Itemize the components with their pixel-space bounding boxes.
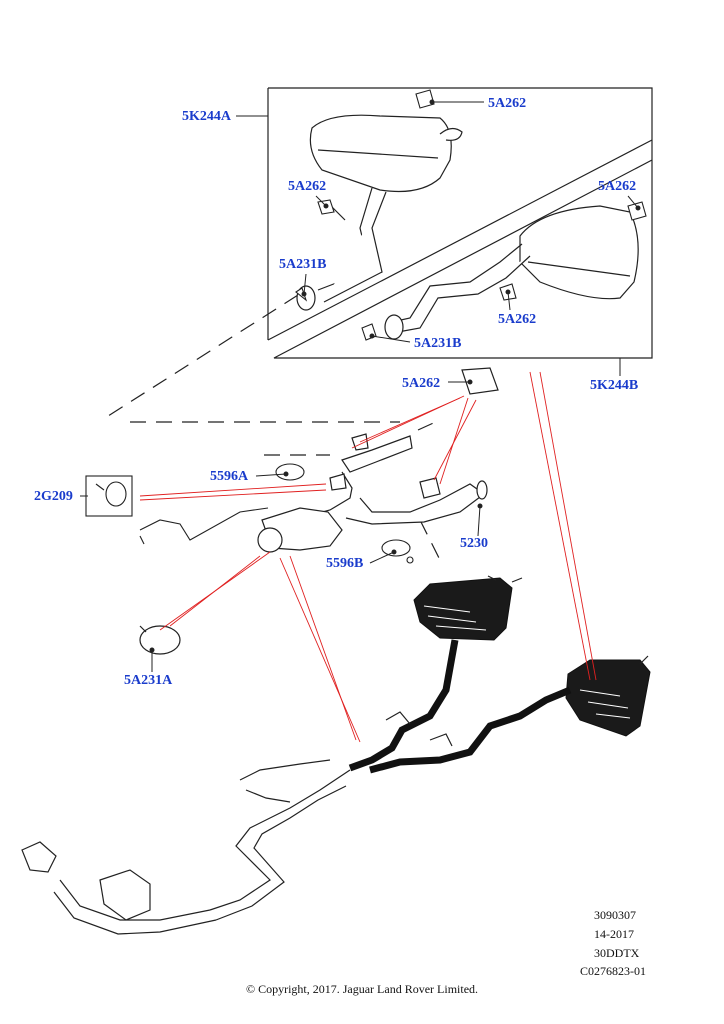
callout-5a262-top: 5A262 bbox=[488, 96, 527, 111]
rear-muffler-left bbox=[296, 114, 463, 311]
callout-5k244a: 5K244A bbox=[182, 109, 231, 124]
copyright-notice: © Copyright, 2017. Jaguar Land Rover Lim… bbox=[245, 982, 479, 996]
callout-5596a: 5596A bbox=[210, 469, 249, 484]
sensor-assembly bbox=[85, 475, 269, 545]
callout-5a231b-lower: 5A231B bbox=[414, 336, 462, 351]
centre-pipe-assembly bbox=[257, 367, 499, 553]
callout-5a231b-left: 5A231B bbox=[279, 257, 327, 272]
kit-box bbox=[267, 87, 653, 359]
leader-lines-black bbox=[80, 99, 641, 672]
callout-5a231a: 5A231A bbox=[124, 673, 173, 688]
callout-5k244b: 5K244B bbox=[590, 378, 639, 393]
callout-5230: 5230 bbox=[460, 536, 488, 551]
heat-shields bbox=[275, 463, 414, 564]
leader-lines-red bbox=[139, 371, 597, 743]
rear-muffler-right bbox=[384, 205, 639, 340]
callout-5a262-lower: 5A262 bbox=[498, 312, 537, 327]
callout-5a262-mid: 5A262 bbox=[402, 376, 441, 391]
diagram-code-3: 30DDTX bbox=[594, 946, 640, 960]
callout-2g209: 2G209 bbox=[34, 489, 73, 504]
diagram-code-2: 14-2017 bbox=[594, 927, 634, 941]
diagram-code-1: 3090307 bbox=[594, 908, 636, 922]
callout-5a262-right: 5A262 bbox=[598, 179, 637, 194]
callout-5a262-left: 5A262 bbox=[288, 179, 327, 194]
clamp-a bbox=[139, 625, 181, 655]
callout-5596b: 5596B bbox=[326, 556, 364, 571]
dashed-projection-lines bbox=[104, 294, 441, 561]
assembled-system bbox=[21, 575, 651, 935]
diagram-code-4: C0276823-01 bbox=[580, 964, 646, 978]
